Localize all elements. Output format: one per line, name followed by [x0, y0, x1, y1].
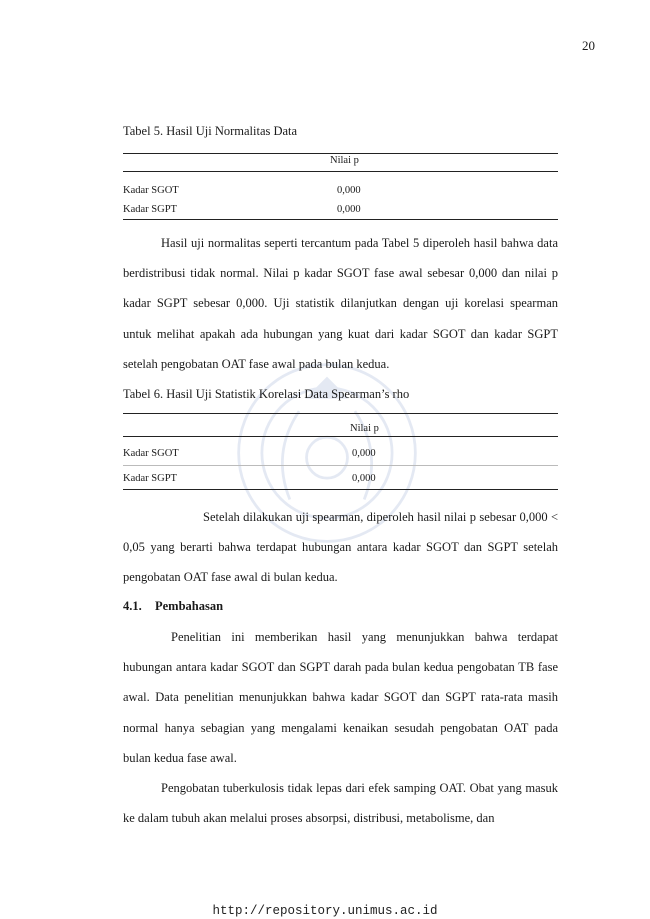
- table5-header-nilai-p: Nilai p: [330, 155, 359, 166]
- paragraph-spearman-result: Setelah dilakukan uji spearman, diperole…: [123, 510, 558, 585]
- paragraph-normality-result: Hasil uji normalitas seperti tercantum p…: [123, 236, 558, 371]
- table6-row-divider: [123, 465, 558, 466]
- table5-header-rule: [123, 171, 558, 172]
- table5-caption: Tabel 5. Hasil Uji Normalitas Data: [123, 124, 298, 138]
- paragraph-side-effects: Pengobatan tuberkulosis tidak lepas dari…: [123, 781, 558, 826]
- university-seal-watermark: [237, 363, 417, 543]
- footer-repository-url: http://repository.unimus.ac.id: [212, 904, 438, 918]
- table6-top-rule: [123, 413, 558, 414]
- section-number: 4.1.: [123, 599, 142, 613]
- table5-row-label: Kadar SGOT: [123, 185, 179, 196]
- table6-header-rule: [123, 436, 558, 437]
- section-heading: 4.1. Pembahasan: [123, 599, 223, 614]
- table6-row-value: 0,000: [352, 473, 376, 484]
- section-title: Pembahasan: [155, 599, 224, 613]
- table6-row-value: 0,000: [352, 448, 376, 459]
- table5-top-rule: [123, 153, 558, 154]
- paragraph-discussion: Penelitian ini memberikan hasil yang men…: [123, 630, 558, 765]
- table5-row-value: 0,000: [337, 204, 361, 215]
- table6-header-nilai-p: Nilai p: [350, 423, 379, 434]
- table6-row-label: Kadar SGOT: [123, 448, 179, 459]
- table5-row-label: Kadar SGPT: [123, 204, 177, 215]
- table6-caption: Tabel 6. Hasil Uji Statistik Korelasi Da…: [123, 387, 410, 401]
- page-number: 20: [582, 38, 595, 53]
- table6-bottom-rule: [123, 489, 558, 490]
- table5-row-value: 0,000: [337, 185, 361, 196]
- table5-bottom-rule: [123, 219, 558, 220]
- table6-row-label: Kadar SGPT: [123, 473, 177, 484]
